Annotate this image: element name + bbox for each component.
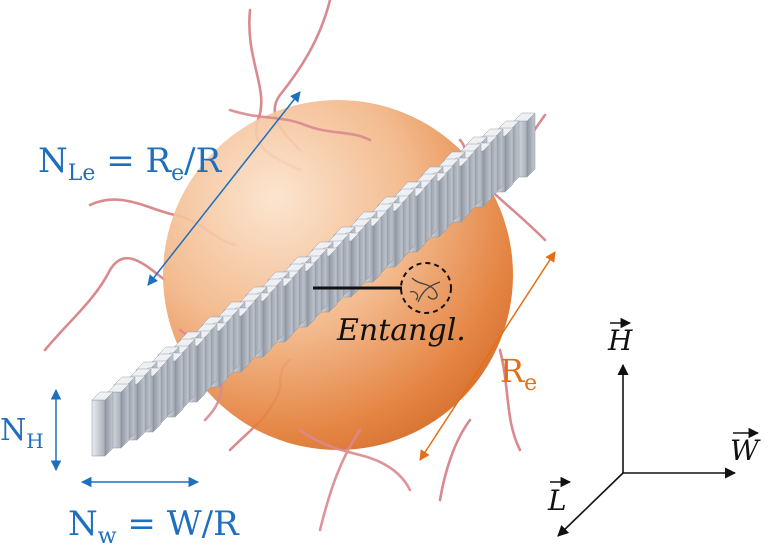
chain-strand [298,428,412,492]
n-w-label: Nw = W/R [68,504,240,549]
chain-strand [318,428,362,532]
n-le-label: NLe = Re/R [38,141,223,186]
axis-l [557,472,624,537]
axis-label-h: H [607,317,633,357]
svg-text:L: L [547,484,567,517]
r-e-label: Re [500,352,537,396]
axis-label-w: W [730,427,761,467]
r-e-arrow [419,251,556,461]
coordinate-axes [557,363,737,537]
entanglement-knot-icon [409,277,441,303]
pillar-block [91,391,114,457]
svg-text:W: W [730,434,761,467]
entanglement-label: Entangl. [336,313,466,348]
entanglement-circle [400,262,452,314]
n-h-label: NH [0,413,44,453]
svg-text:H: H [607,324,633,357]
chain-strand [438,418,472,502]
axis-label-l: L [547,476,572,517]
chain-strand [43,257,167,352]
microstructure-array [91,112,536,457]
n-le-arrow [147,91,301,286]
